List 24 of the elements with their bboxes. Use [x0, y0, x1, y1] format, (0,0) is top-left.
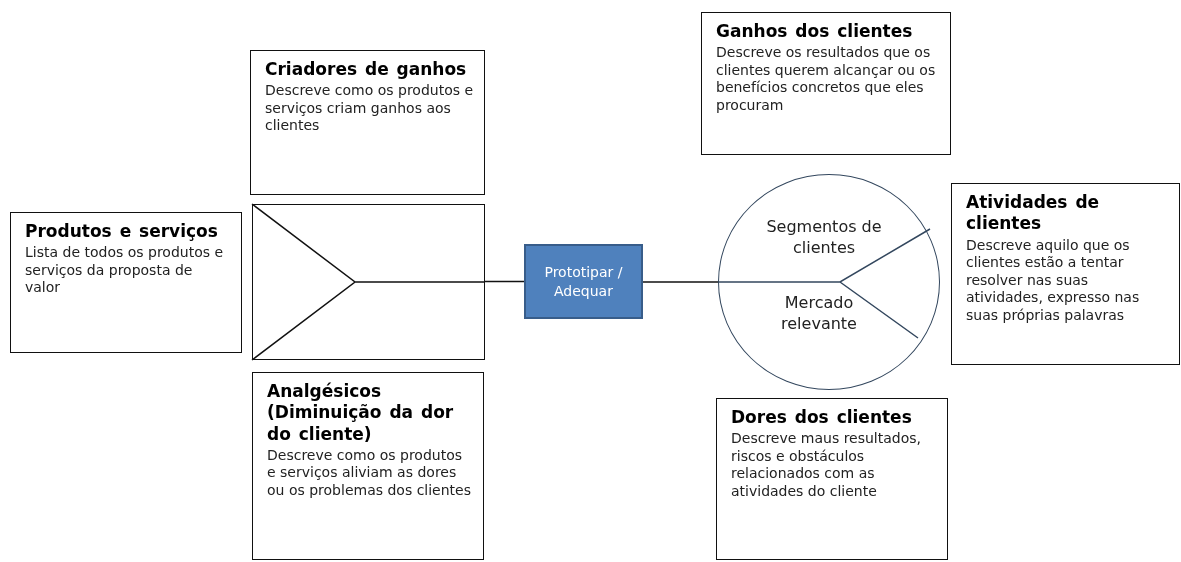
connector-line: [484, 280, 525, 283]
box-description: Lista de todos os produtos e serviços da proposta de valor: [25, 244, 225, 297]
process-box: [524, 244, 643, 319]
text-box: [252, 372, 484, 560]
box-description: Descreve como os produtos e serviços criam ganhos aos clientes: [265, 82, 474, 135]
text-box: [951, 183, 1180, 365]
text-box: [701, 12, 951, 155]
box-heading: Atividades de clientes: [966, 192, 1101, 235]
box-heading: Analgésicos (Diminuição da dor do cliente): [267, 381, 455, 445]
box-heading: Criadores de ganhos: [265, 59, 468, 81]
text-box: [250, 50, 485, 195]
connector-line: [642, 281, 719, 283]
box-description: Descreve como os produtos e serviços aliviam as dores ou os problemas dos clientes: [267, 446, 472, 500]
box-description: Descreve maus resultados, riscos e obstáculos relacionados com as atividades do cliente: [731, 430, 922, 501]
process-label: Prototipar / Adequar: [543, 262, 624, 301]
segment-label: Segmentos de clientes: [765, 217, 883, 259]
box-heading: Dores dos clientes: [731, 407, 913, 429]
box-heading: Produtos e serviços: [25, 221, 219, 243]
box-description: Descreve aquilo que os clientes estão a tentar resolver nas suas atividades, expresso nas suas próprias palavras: [966, 236, 1141, 324]
segment-label: Mercado relevante: [780, 293, 858, 335]
box-heading: Ganhos dos clientes: [716, 21, 914, 43]
box-description: Descreve os resultados que os clientes querem alcançar ou os benefícios concretos que eles procuram: [716, 44, 937, 115]
text-box: [10, 212, 242, 353]
text-box: [716, 398, 948, 560]
